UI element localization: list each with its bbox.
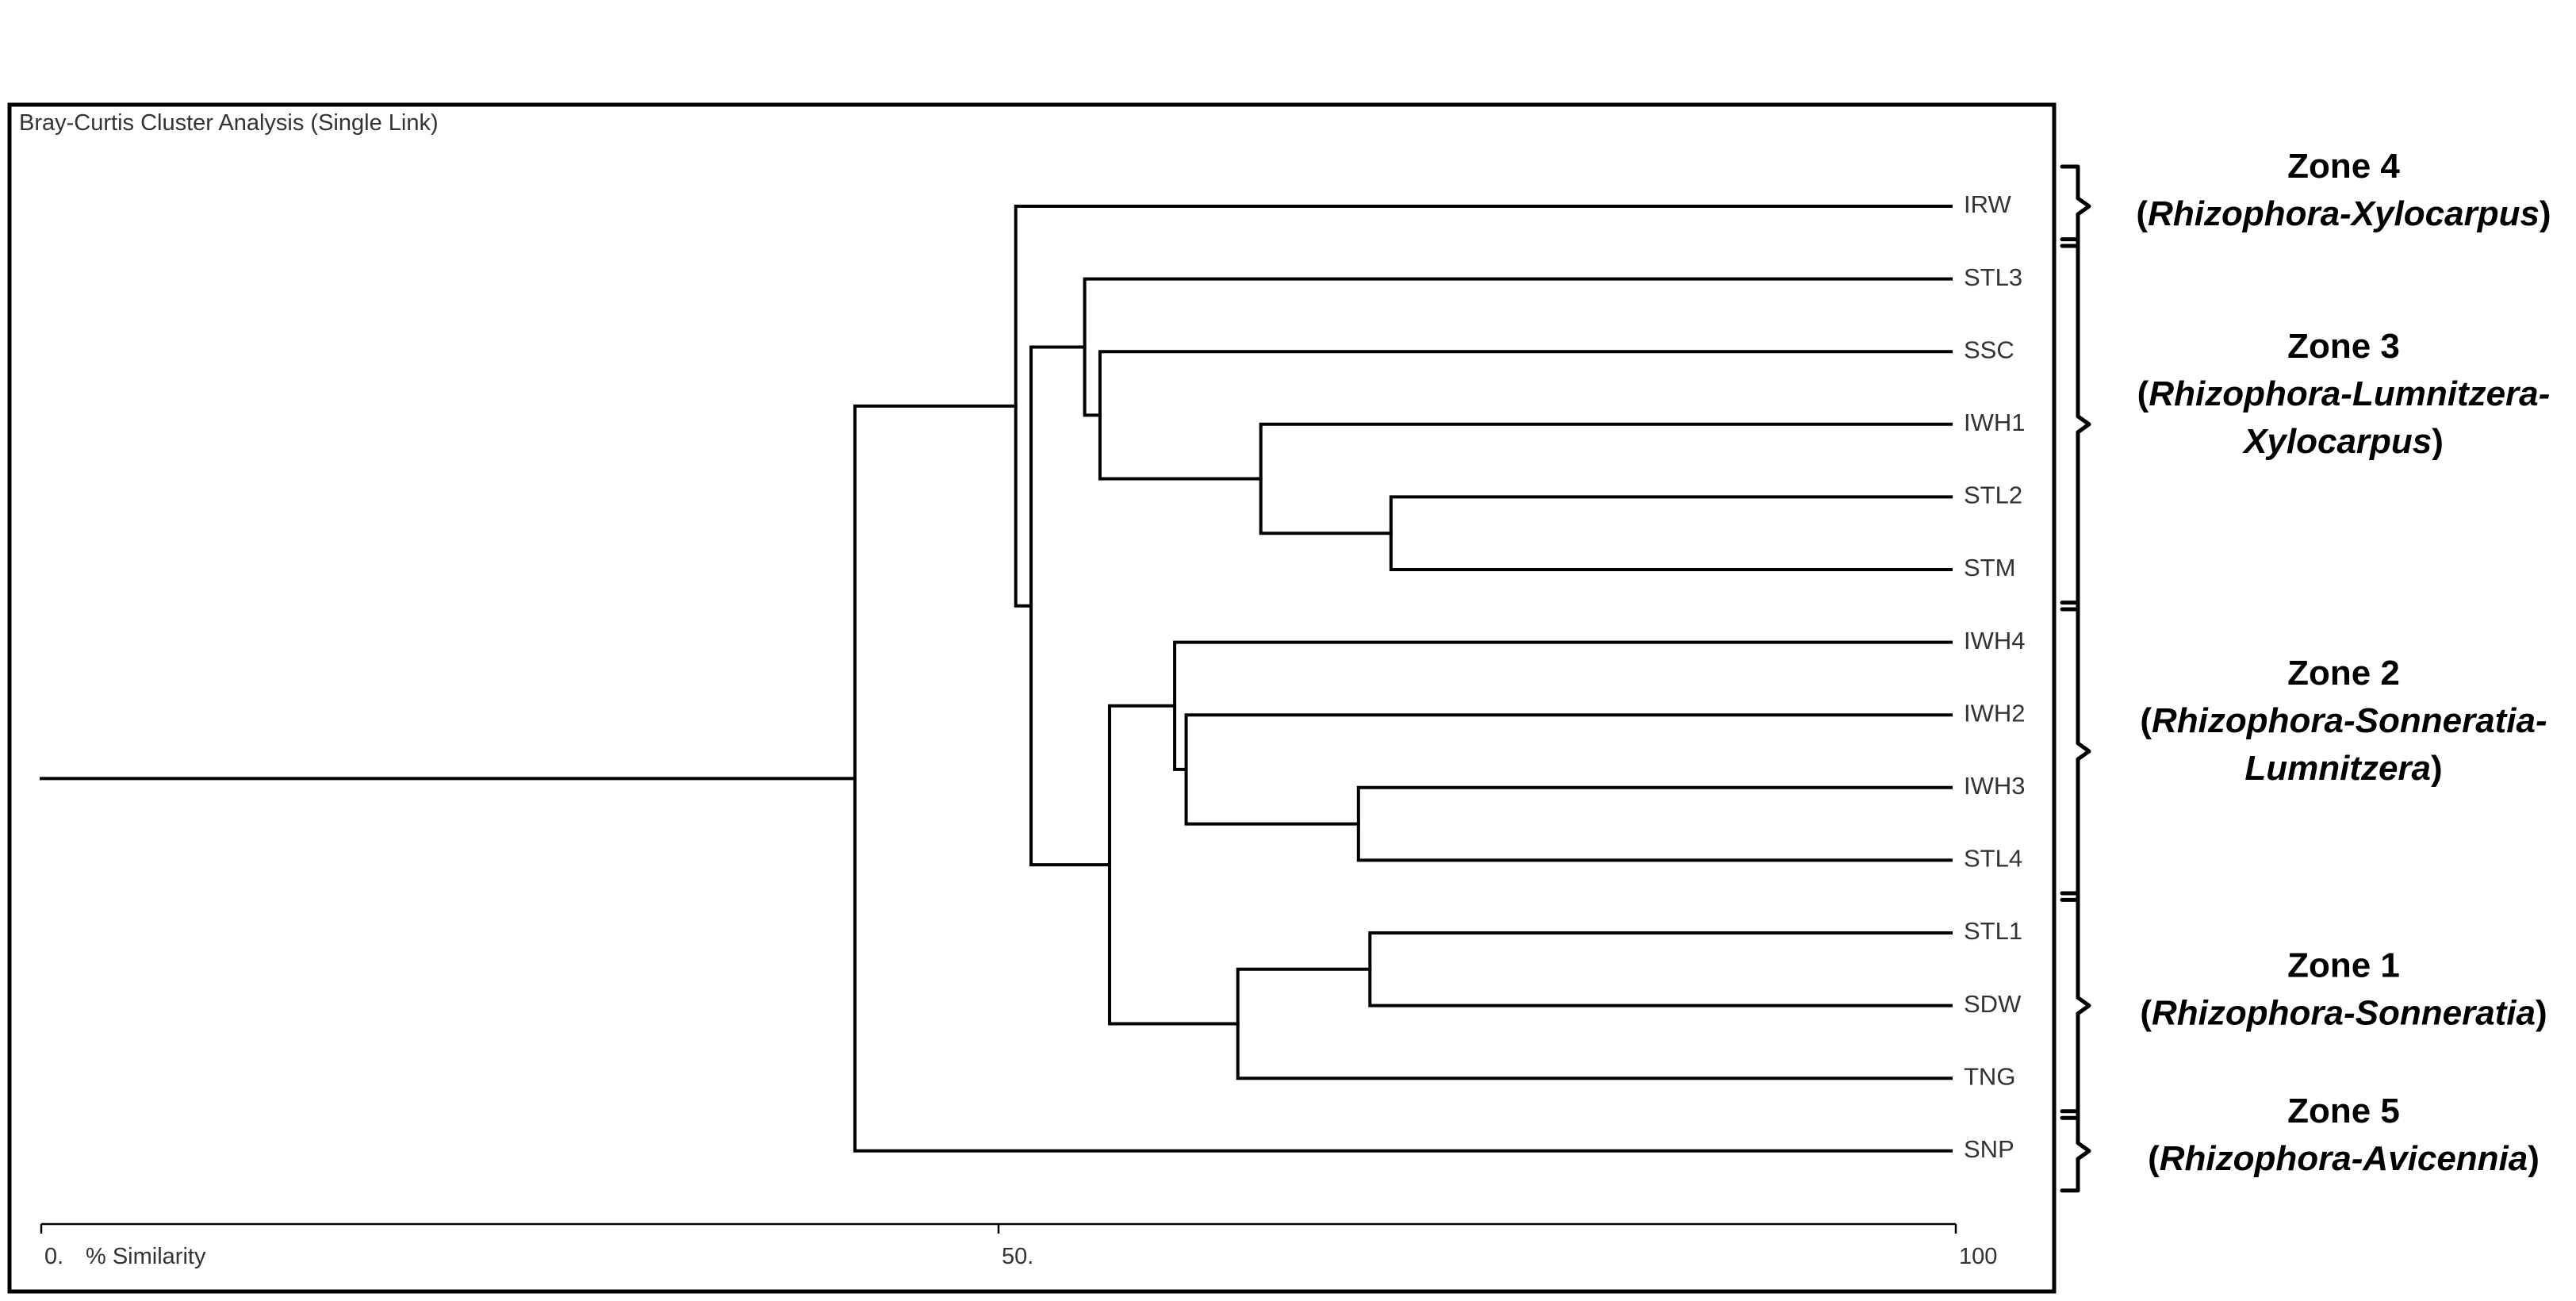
leaf-label-iwh1: IWH1 bbox=[1964, 409, 2026, 436]
leaf-label-iwh2: IWH2 bbox=[1964, 699, 2026, 727]
leaf-label-stl4: STL4 bbox=[1964, 845, 2022, 873]
branch-d bbox=[1083, 277, 1953, 417]
plot-title: Bray-Curtis Cluster Analysis (Single Lin… bbox=[19, 110, 439, 136]
leaf-label-stl2: STL2 bbox=[1964, 482, 2022, 509]
zone-1-bracket bbox=[2060, 891, 2091, 1120]
branch-h bbox=[1368, 931, 1953, 1007]
zone-2-species-line-2: Lumnitzera) bbox=[2244, 749, 2442, 788]
leaf-label-stm: STM bbox=[1964, 554, 2015, 581]
zone-2-bracket bbox=[2060, 601, 2091, 902]
branch-l bbox=[1014, 205, 1953, 608]
zone-4-species: (Rhizophora-Xylocarpus) bbox=[2136, 194, 2551, 233]
branch-f bbox=[1184, 713, 1953, 826]
plot-frame bbox=[7, 102, 2057, 1294]
zone-1-species: (Rhizophora-Sonneratia) bbox=[2140, 994, 2547, 1033]
branch-g bbox=[1173, 640, 1953, 771]
zone-5-species: (Rhizophora-Avicennia) bbox=[2148, 1139, 2540, 1178]
tick-label-100: 100 bbox=[1959, 1244, 1997, 1269]
leaf-label-sdw: SDW bbox=[1964, 990, 2022, 1018]
similarity-axis: % Similarity 0. 50. 100 bbox=[40, 1222, 1997, 1269]
leaf-label-irw: IRW bbox=[1964, 190, 2011, 218]
leaf-label-tng: TNG bbox=[1964, 1062, 2015, 1090]
zone-2-species-line-1: (Rhizophora-Sonneratia- bbox=[2140, 701, 2547, 740]
zone-5-title: Zone 5 bbox=[2287, 1092, 2400, 1130]
leaf-label-ssc: SSC bbox=[1964, 336, 2014, 363]
leaf-label-stl1: STL1 bbox=[1964, 917, 2022, 945]
zone-5-bracket bbox=[2060, 1109, 2091, 1193]
branch-i bbox=[1236, 967, 1953, 1080]
tick-label-0: 0. bbox=[44, 1244, 63, 1269]
zone-1-title: Zone 1 bbox=[2287, 946, 2400, 985]
zone-annotations: Zone 4 (Rhizophora-Xylocarpus) Zone 3 (Rhiz… bbox=[2060, 147, 2551, 1193]
leaf-label-iwh3: IWH3 bbox=[1964, 772, 2026, 800]
branch-k bbox=[1029, 345, 1112, 867]
zone-2-title: Zone 2 bbox=[2287, 654, 2400, 693]
branch-m bbox=[853, 404, 1953, 1153]
zone-4-title: Zone 4 bbox=[2287, 147, 2400, 186]
zone-3-title: Zone 3 bbox=[2287, 327, 2400, 366]
leaf-label-iwh4: IWH4 bbox=[1964, 627, 2026, 654]
tick-label-50: 50. bbox=[1002, 1244, 1033, 1269]
branch-a bbox=[1389, 495, 1953, 571]
zone-3-bracket bbox=[2060, 237, 2091, 612]
branch-c bbox=[1098, 350, 1953, 481]
zone-3-species-line-1: (Rhizophora-Lumnitzera- bbox=[2137, 374, 2551, 413]
leaf-label-snp: SNP bbox=[1964, 1135, 2014, 1163]
zone-3-species-line-2: Xylocarpus) bbox=[2241, 422, 2444, 461]
leaf-label-stl3: STL3 bbox=[1964, 263, 2022, 291]
axis-title: % Similarity bbox=[86, 1244, 206, 1269]
branch-b bbox=[1259, 422, 1953, 535]
zone-4-bracket bbox=[2060, 164, 2091, 248]
dendrogram-branches bbox=[40, 205, 1953, 1153]
branch-e bbox=[1356, 785, 1953, 862]
